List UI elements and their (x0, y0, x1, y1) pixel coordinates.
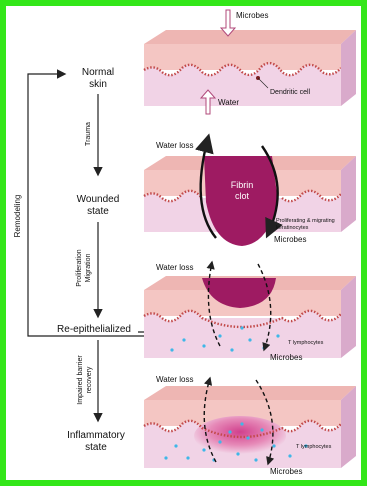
fibrin-clot (204, 156, 278, 246)
panel3-water-loss-label: Water loss (156, 263, 194, 272)
migration-label: Migration (85, 254, 92, 283)
stage-flow: Normal skin Trauma Wounded state Prolife… (13, 67, 156, 453)
stage-wounded-label-2: state (87, 206, 109, 217)
stage-inflammatory-label: Inflammatory (67, 430, 125, 441)
panel1-water-label: Water (218, 98, 239, 107)
panel1-microbes-label: Microbes (236, 11, 268, 20)
clot-label: clot (235, 191, 250, 201)
dendritic-cell-label: Dendritic cell (270, 89, 311, 96)
panel4-tcells-label: T lymphocytes (296, 444, 332, 450)
skin-barrier-diagram: Normal skin Trauma Wounded state Prolife… (6, 6, 361, 480)
proliferation-label: Proliferation (76, 249, 83, 286)
panel4-water-loss-label: Water loss (156, 375, 194, 384)
figure-panel: Normal skin Trauma Wounded state Prolife… (6, 6, 361, 480)
remodeling-loop-arrow (28, 74, 156, 336)
stage-normal-label-2: skin (89, 79, 107, 90)
stage-wounded-label: Wounded (77, 194, 120, 205)
skin-block-reepithelialized (144, 276, 356, 358)
recovery-label: recovery (86, 366, 93, 393)
stage-inflammatory-label-2: state (85, 442, 107, 453)
fibrin-label: Fibrin (231, 180, 254, 190)
skin-block-normal (144, 30, 356, 106)
remodeling-label: Remodeling (13, 195, 22, 238)
panel3-tcells-label: T lymphocytes (288, 340, 324, 346)
stage-normal-label: Normal (82, 67, 114, 78)
stage-reepithelialized-label: Re-epithelialized (57, 324, 131, 335)
skin-block-inflammatory (144, 386, 356, 468)
panel3-microbes-label: Microbes (270, 353, 302, 362)
trauma-label: Trauma (85, 122, 92, 146)
impaired-label: Impaired barrier (77, 355, 84, 405)
panel2-microbes-label: Microbes (274, 235, 306, 244)
skin-block-wounded (144, 156, 356, 246)
keratinocytes-label-1: Proliferating & migrating (276, 218, 335, 224)
panel4-microbes-label: Microbes (270, 467, 302, 476)
keratinocytes-label-2: keratinocytes (276, 225, 309, 231)
panel2-water-loss-label: Water loss (156, 141, 194, 150)
